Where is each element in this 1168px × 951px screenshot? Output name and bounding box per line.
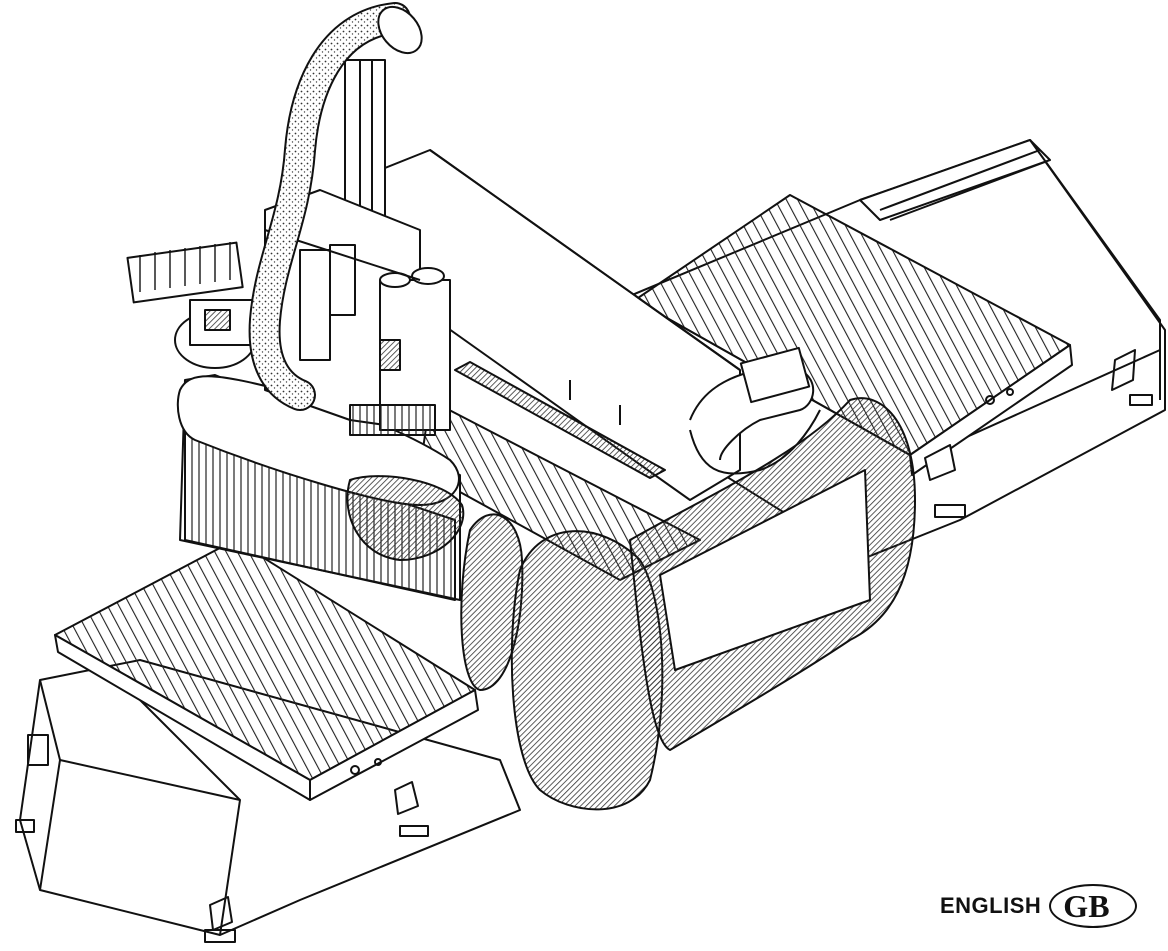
central-bench	[379, 149, 741, 581]
side-housing	[176, 374, 465, 601]
language-mark: ENGLISH GB	[940, 876, 1138, 936]
language-badge: GB	[1049, 884, 1138, 928]
rear-table	[634, 194, 1073, 481]
guard-frame	[689, 346, 821, 475]
safety-bumpers	[460, 397, 916, 811]
tool-changer	[126, 241, 261, 369]
language-code: GB	[1063, 887, 1110, 924]
extraction-hose	[248, 2, 423, 411]
language-label: ENGLISH	[940, 893, 1042, 918]
front-table	[54, 539, 479, 801]
spindle-column	[264, 59, 451, 436]
